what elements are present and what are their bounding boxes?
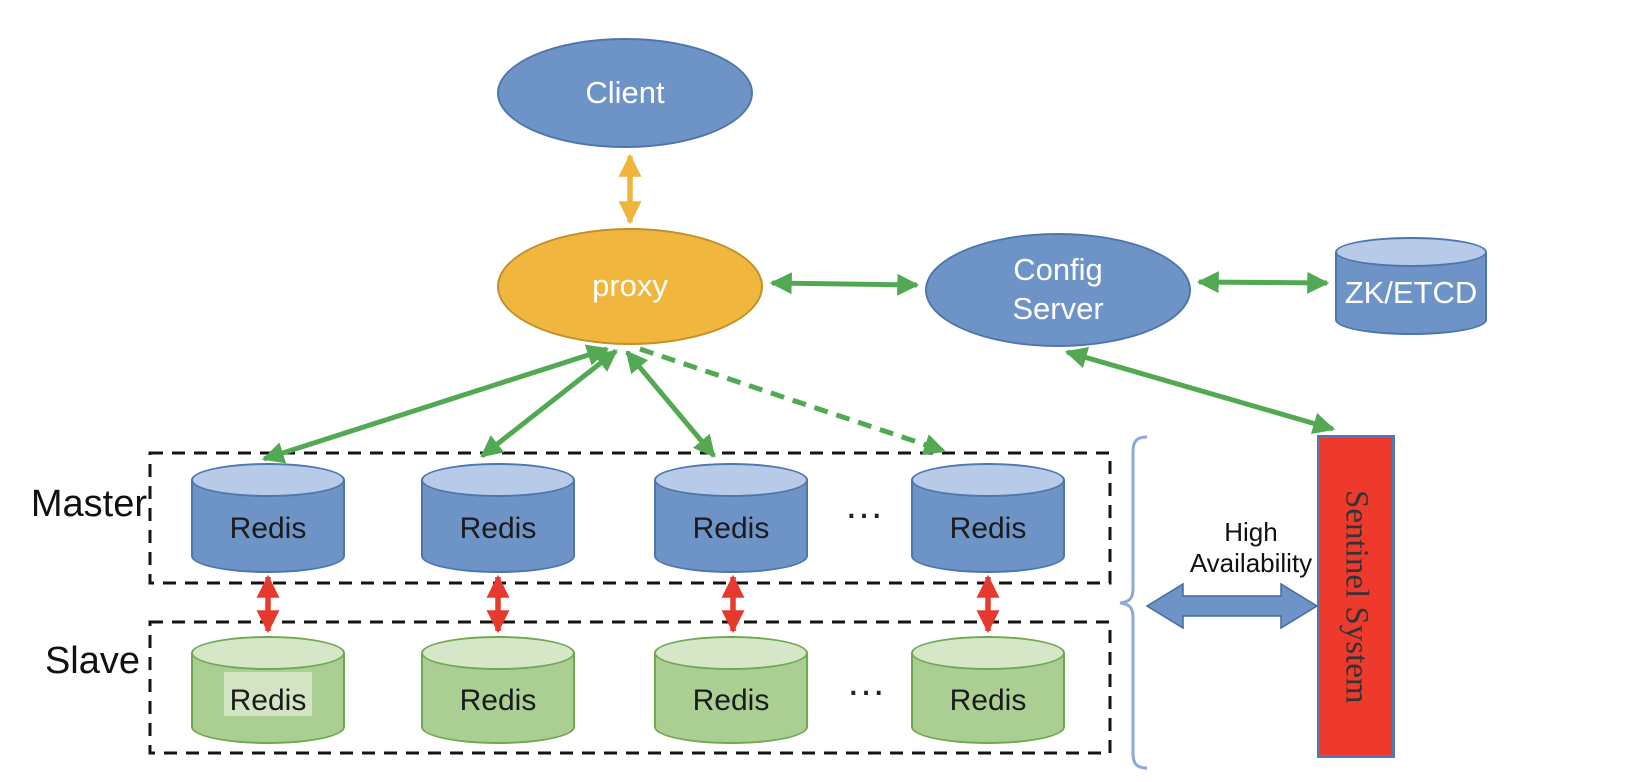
- config-server-label: Config Server: [1012, 252, 1104, 326]
- edge-proxy-master-3: [625, 350, 716, 458]
- proxy-label: proxy: [592, 268, 668, 304]
- edge-config-zk: [1196, 271, 1330, 294]
- redis-slave-2-label: Redis: [459, 684, 537, 717]
- zk-etcd-label: ZK/ETCD: [1344, 275, 1478, 310]
- redis-slave-4: Redis: [911, 636, 1065, 744]
- redis-master-2: Redis: [421, 463, 575, 573]
- redis-slave-3-label: Redis: [692, 684, 770, 717]
- edge-proxy-master-1: [261, 344, 610, 464]
- client-label: Client: [585, 74, 665, 110]
- redis-slave-3: Redis: [654, 636, 808, 744]
- zk-etcd-cylinder-top: [1335, 237, 1487, 267]
- redis-slave-1: Redis: [191, 636, 345, 744]
- slave-ellipsis: …: [846, 660, 888, 704]
- sentinel-system-label: Sentinel System: [1338, 489, 1375, 704]
- redis-master-1-label: Redis: [229, 512, 307, 545]
- proxy-node: proxy: [497, 228, 763, 345]
- edge-proxy-config: [769, 272, 920, 296]
- redis-slave-4-label: Redis: [949, 684, 1027, 717]
- slave-row-label: Slave: [44, 640, 140, 682]
- edge-config-sentinel: [1064, 346, 1336, 435]
- edge-proxy-master-2: [480, 349, 618, 458]
- edge-proxy-master-4-dashed: [639, 346, 947, 456]
- redis-master-2-label: Redis: [459, 512, 537, 545]
- config-server-node: Config Server: [925, 233, 1191, 347]
- redis-slave-1-label: Redis: [229, 684, 307, 717]
- master-ellipsis: …: [844, 483, 886, 527]
- zk-etcd-node: ZK/ETCD: [1335, 237, 1487, 335]
- redis-master-4: Redis: [911, 463, 1065, 573]
- client-node: Client: [497, 38, 753, 148]
- group-brace: [1119, 435, 1148, 770]
- redis-master-3: Redis: [654, 463, 808, 573]
- sentinel-system-node: Sentinel System: [1317, 435, 1395, 758]
- redis-master-4-label: Redis: [949, 512, 1027, 545]
- redis-slave-2: Redis: [421, 636, 575, 744]
- master-row-label: Master: [30, 483, 147, 525]
- redis-master-1: Redis: [191, 463, 345, 573]
- high-availability-label: High Availability: [1189, 517, 1313, 579]
- high-availability-arrow: [1145, 582, 1319, 630]
- redis-master-3-label: Redis: [692, 512, 770, 545]
